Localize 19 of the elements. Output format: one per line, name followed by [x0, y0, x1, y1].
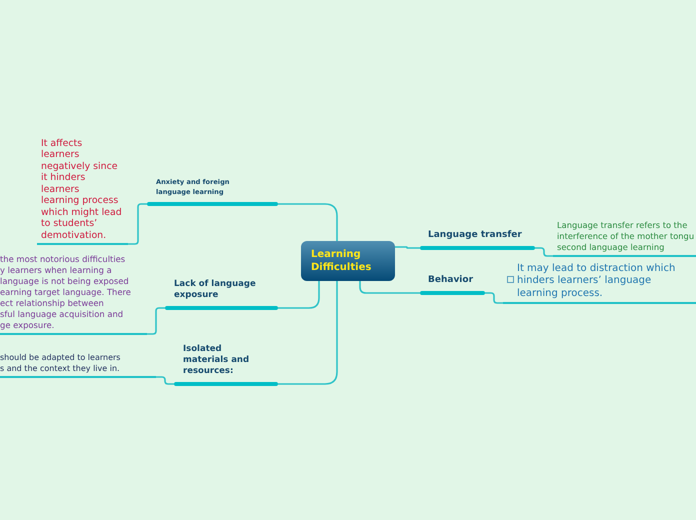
central-topic: Learning Difficulties	[301, 241, 395, 281]
branch-topic: Language transfer	[420, 226, 535, 250]
branch-topic: Isolated materials and resources:	[174, 342, 278, 386]
connector-line	[395, 246, 420, 249]
subtopic-note: Language transfer refers to the interference of the mother tongu second language learning	[553, 216, 696, 257]
subtopic-note: It affects learners negatively since it hinders learners learning process which might lead to students’ demotivation.	[37, 133, 128, 245]
subtopic-note: should be adapted to learners s and the context they live in.	[0, 348, 156, 378]
branch-topic: Behavior	[420, 272, 485, 295]
connector-line	[535, 247, 553, 257]
subtopic-text: It may lead to distraction which hinders learners’ language learning process.	[517, 262, 676, 300]
connector-line	[278, 281, 338, 385]
connector-line	[278, 281, 320, 309]
connector-line	[278, 203, 338, 241]
branch-topic: Lack of language exposure	[165, 277, 278, 310]
connector-line	[485, 292, 503, 304]
connector-line	[128, 203, 147, 245]
subtopic-note: the most notorious difficulties y learners when learning a language is not being exposed earning target language. There ect relationship between sful language acquisition and ge exposure.	[0, 250, 147, 335]
connector-line	[147, 307, 165, 335]
connector-line	[156, 376, 174, 385]
